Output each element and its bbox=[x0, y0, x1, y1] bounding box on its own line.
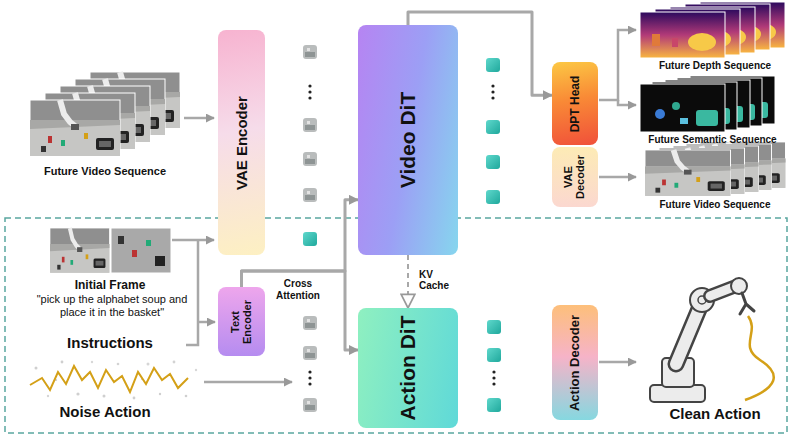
noise-action-scatter bbox=[133, 397, 136, 400]
token-squares bbox=[303, 152, 317, 166]
noise-action-scatter bbox=[103, 395, 106, 398]
figure-caption: Future Depth Sequence bbox=[640, 60, 790, 72]
token-squares bbox=[486, 155, 500, 169]
decoder-block: Action Decoder bbox=[552, 305, 598, 420]
token-squares bbox=[491, 84, 494, 99]
node-text: Action Decoder bbox=[568, 314, 582, 410]
connector-note: Cross Attention bbox=[270, 278, 326, 302]
token-squares bbox=[308, 370, 311, 385]
depth-frames bbox=[640, 2, 785, 58]
semantic-frames bbox=[640, 76, 775, 132]
input-arrows bbox=[204, 381, 292, 384]
initial-frame-image bbox=[50, 228, 171, 273]
initial-frame-image bbox=[50, 228, 109, 273]
figure-caption: Future Semantic Sequence bbox=[635, 134, 790, 146]
figure-caption: Future Video Sequence bbox=[640, 199, 790, 211]
noise-action-scatter bbox=[117, 363, 120, 366]
token-squares bbox=[486, 58, 500, 72]
node-label: VAE Encoder bbox=[234, 96, 250, 190]
node-text: Action DiT bbox=[397, 316, 419, 421]
token-squares bbox=[303, 118, 317, 132]
input-arrows bbox=[172, 239, 214, 242]
noise-action-scatter bbox=[30, 366, 188, 392]
noise-action-scatter bbox=[173, 361, 176, 364]
connector-arrow bbox=[407, 255, 409, 308]
encoder-block: VAE Encoder bbox=[218, 30, 265, 255]
robot-arm bbox=[731, 278, 747, 294]
token-squares bbox=[492, 370, 495, 385]
noise-action-scatter bbox=[159, 393, 161, 395]
video-frames-input bbox=[30, 72, 180, 156]
token-squares bbox=[303, 232, 317, 246]
token-squares bbox=[303, 346, 317, 360]
node-text: VAE Decoder bbox=[563, 151, 586, 203]
token-squares bbox=[308, 84, 311, 99]
robot-arm bbox=[740, 293, 754, 314]
connector-label: KV Cache bbox=[418, 269, 460, 292]
robot-arm bbox=[745, 316, 774, 400]
input-arrows bbox=[198, 321, 215, 324]
video-frames-output bbox=[645, 150, 731, 196]
output-arrows bbox=[599, 30, 636, 362]
node-label: Text Encoder bbox=[230, 291, 253, 352]
head-block: DPT Head bbox=[552, 62, 598, 145]
node-label: Video DiT bbox=[397, 92, 419, 188]
instruction-text: "pick up the alphabet soup and place it … bbox=[32, 293, 192, 319]
token-squares bbox=[487, 320, 501, 334]
node-text: Text Encoder bbox=[230, 291, 253, 352]
video-frames-output bbox=[645, 142, 786, 196]
noise-action-scatter bbox=[185, 395, 188, 398]
figure-caption: Noise Action bbox=[30, 403, 180, 421]
robot-arm bbox=[650, 278, 774, 402]
figure-caption: Clean Action bbox=[640, 405, 790, 423]
output-arrows bbox=[599, 176, 636, 179]
noise-action-scatter bbox=[91, 361, 93, 363]
token-squares bbox=[487, 348, 501, 362]
noise-action-scatter bbox=[147, 363, 150, 366]
figure-caption: Initial Frame bbox=[45, 278, 175, 292]
noise-action-scatter bbox=[195, 369, 197, 371]
token-squares bbox=[486, 190, 500, 204]
token-squares bbox=[486, 120, 500, 134]
encoder-block: Text Encoder bbox=[218, 287, 265, 356]
initial-frame-image bbox=[111, 228, 171, 273]
node-text: VAE Encoder bbox=[234, 96, 250, 190]
output-arrows bbox=[618, 100, 636, 105]
video-frames-input bbox=[30, 100, 120, 156]
node-label: Action Decoder bbox=[568, 314, 582, 410]
decoder-block: VAE Decoder bbox=[552, 147, 598, 207]
token-squares bbox=[303, 316, 317, 330]
noise-action-scatter bbox=[47, 395, 49, 397]
node-label: VAE Decoder bbox=[563, 151, 586, 203]
figure-caption: Instructions bbox=[35, 334, 185, 352]
output-arrows bbox=[599, 30, 636, 100]
transformer-block: Video DiT bbox=[358, 25, 458, 255]
noise-action-scatter bbox=[61, 361, 64, 364]
token-squares bbox=[487, 398, 501, 412]
figure-caption: Future Video Sequence bbox=[30, 165, 180, 178]
initial-frame-image bbox=[118, 236, 124, 244]
transformer-block: Action DiT bbox=[358, 308, 458, 428]
noise-action-scatter bbox=[35, 367, 38, 370]
token-squares bbox=[303, 398, 317, 412]
node-label: Action DiT bbox=[397, 316, 419, 421]
token-squares bbox=[303, 188, 317, 202]
initial-frame-image bbox=[146, 240, 151, 246]
noise-action-scatter bbox=[30, 361, 197, 400]
input-arrows bbox=[184, 117, 214, 120]
noise-action-scatter bbox=[76, 392, 79, 395]
output-arrows bbox=[599, 361, 636, 364]
node-label: DPT Head bbox=[569, 75, 582, 132]
token-squares bbox=[303, 45, 317, 59]
depth-frames bbox=[640, 12, 725, 58]
semantic-frames bbox=[640, 84, 725, 132]
node-text: DPT Head bbox=[569, 75, 582, 132]
node-text: Video DiT bbox=[397, 92, 419, 188]
initial-frame-image bbox=[155, 256, 165, 266]
input-arrows bbox=[186, 240, 198, 345]
initial-frame-image bbox=[132, 250, 137, 257]
